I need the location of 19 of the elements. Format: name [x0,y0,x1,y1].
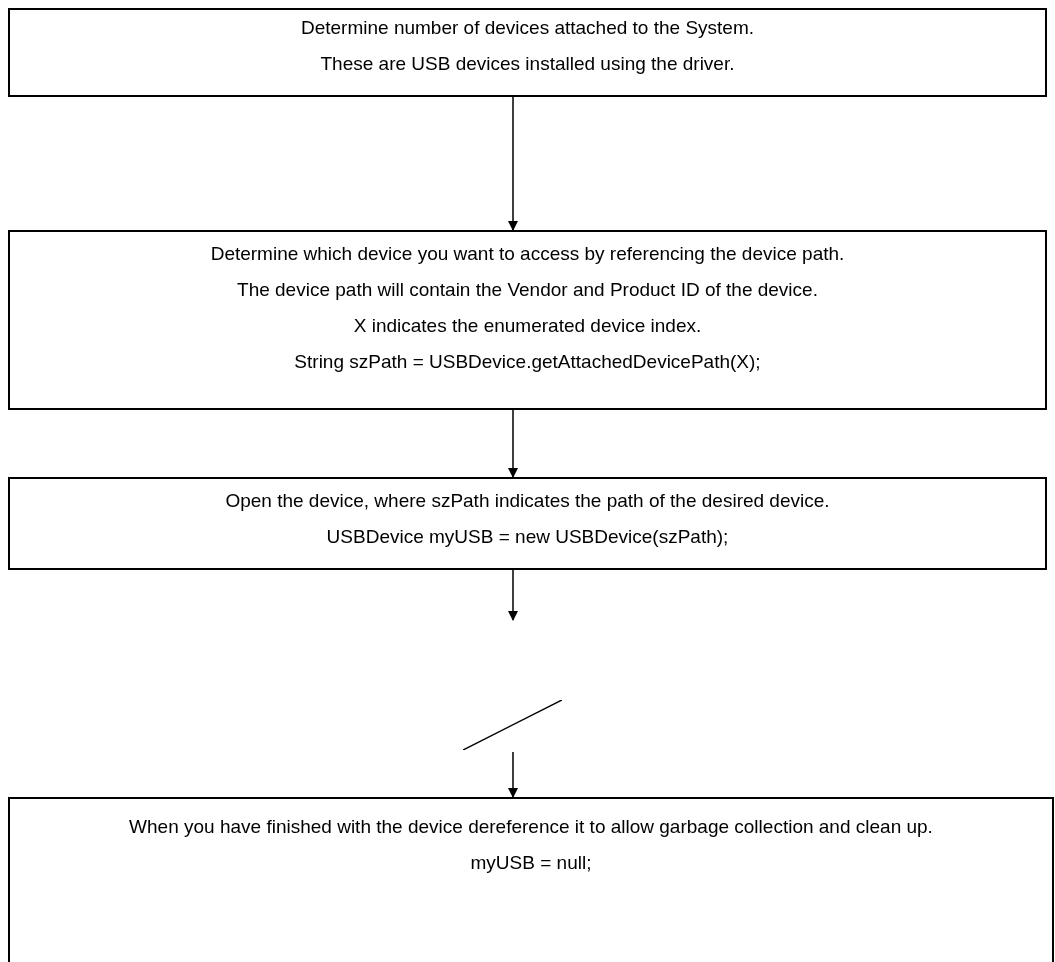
box-text: These are USB devices installed using the driver. [320,52,735,76]
box-text: The device path will contain the Vendor and Product ID of the device. [237,278,818,302]
arrow [508,96,518,231]
process-box [8,8,1047,97]
arrow [508,751,518,798]
box-text: Open the device, where szPath indicates the path of the desired device. [225,489,830,513]
box-text: Determine number of devices attached to the System. [300,16,755,40]
box-text: X indicates the enumerated device index. [353,314,702,338]
process-box [8,797,1054,962]
box-text: String szPath = USBDevice.getAttachedDevicePath(X); [294,350,761,374]
arrow [508,409,518,478]
box-text: Determine which device you want to access by referencing the device path. [210,242,845,266]
box-text: When you have finished with the device dereference it to allow garbage collection and clean up. [129,815,933,839]
process-box [8,230,1047,410]
arrow [508,569,518,621]
box-text: USBDevice myUSB = new USBDevice(szPath); [326,525,729,549]
box-text: myUSB = null; [470,851,592,875]
break-mark [463,700,562,750]
process-box [8,477,1047,570]
